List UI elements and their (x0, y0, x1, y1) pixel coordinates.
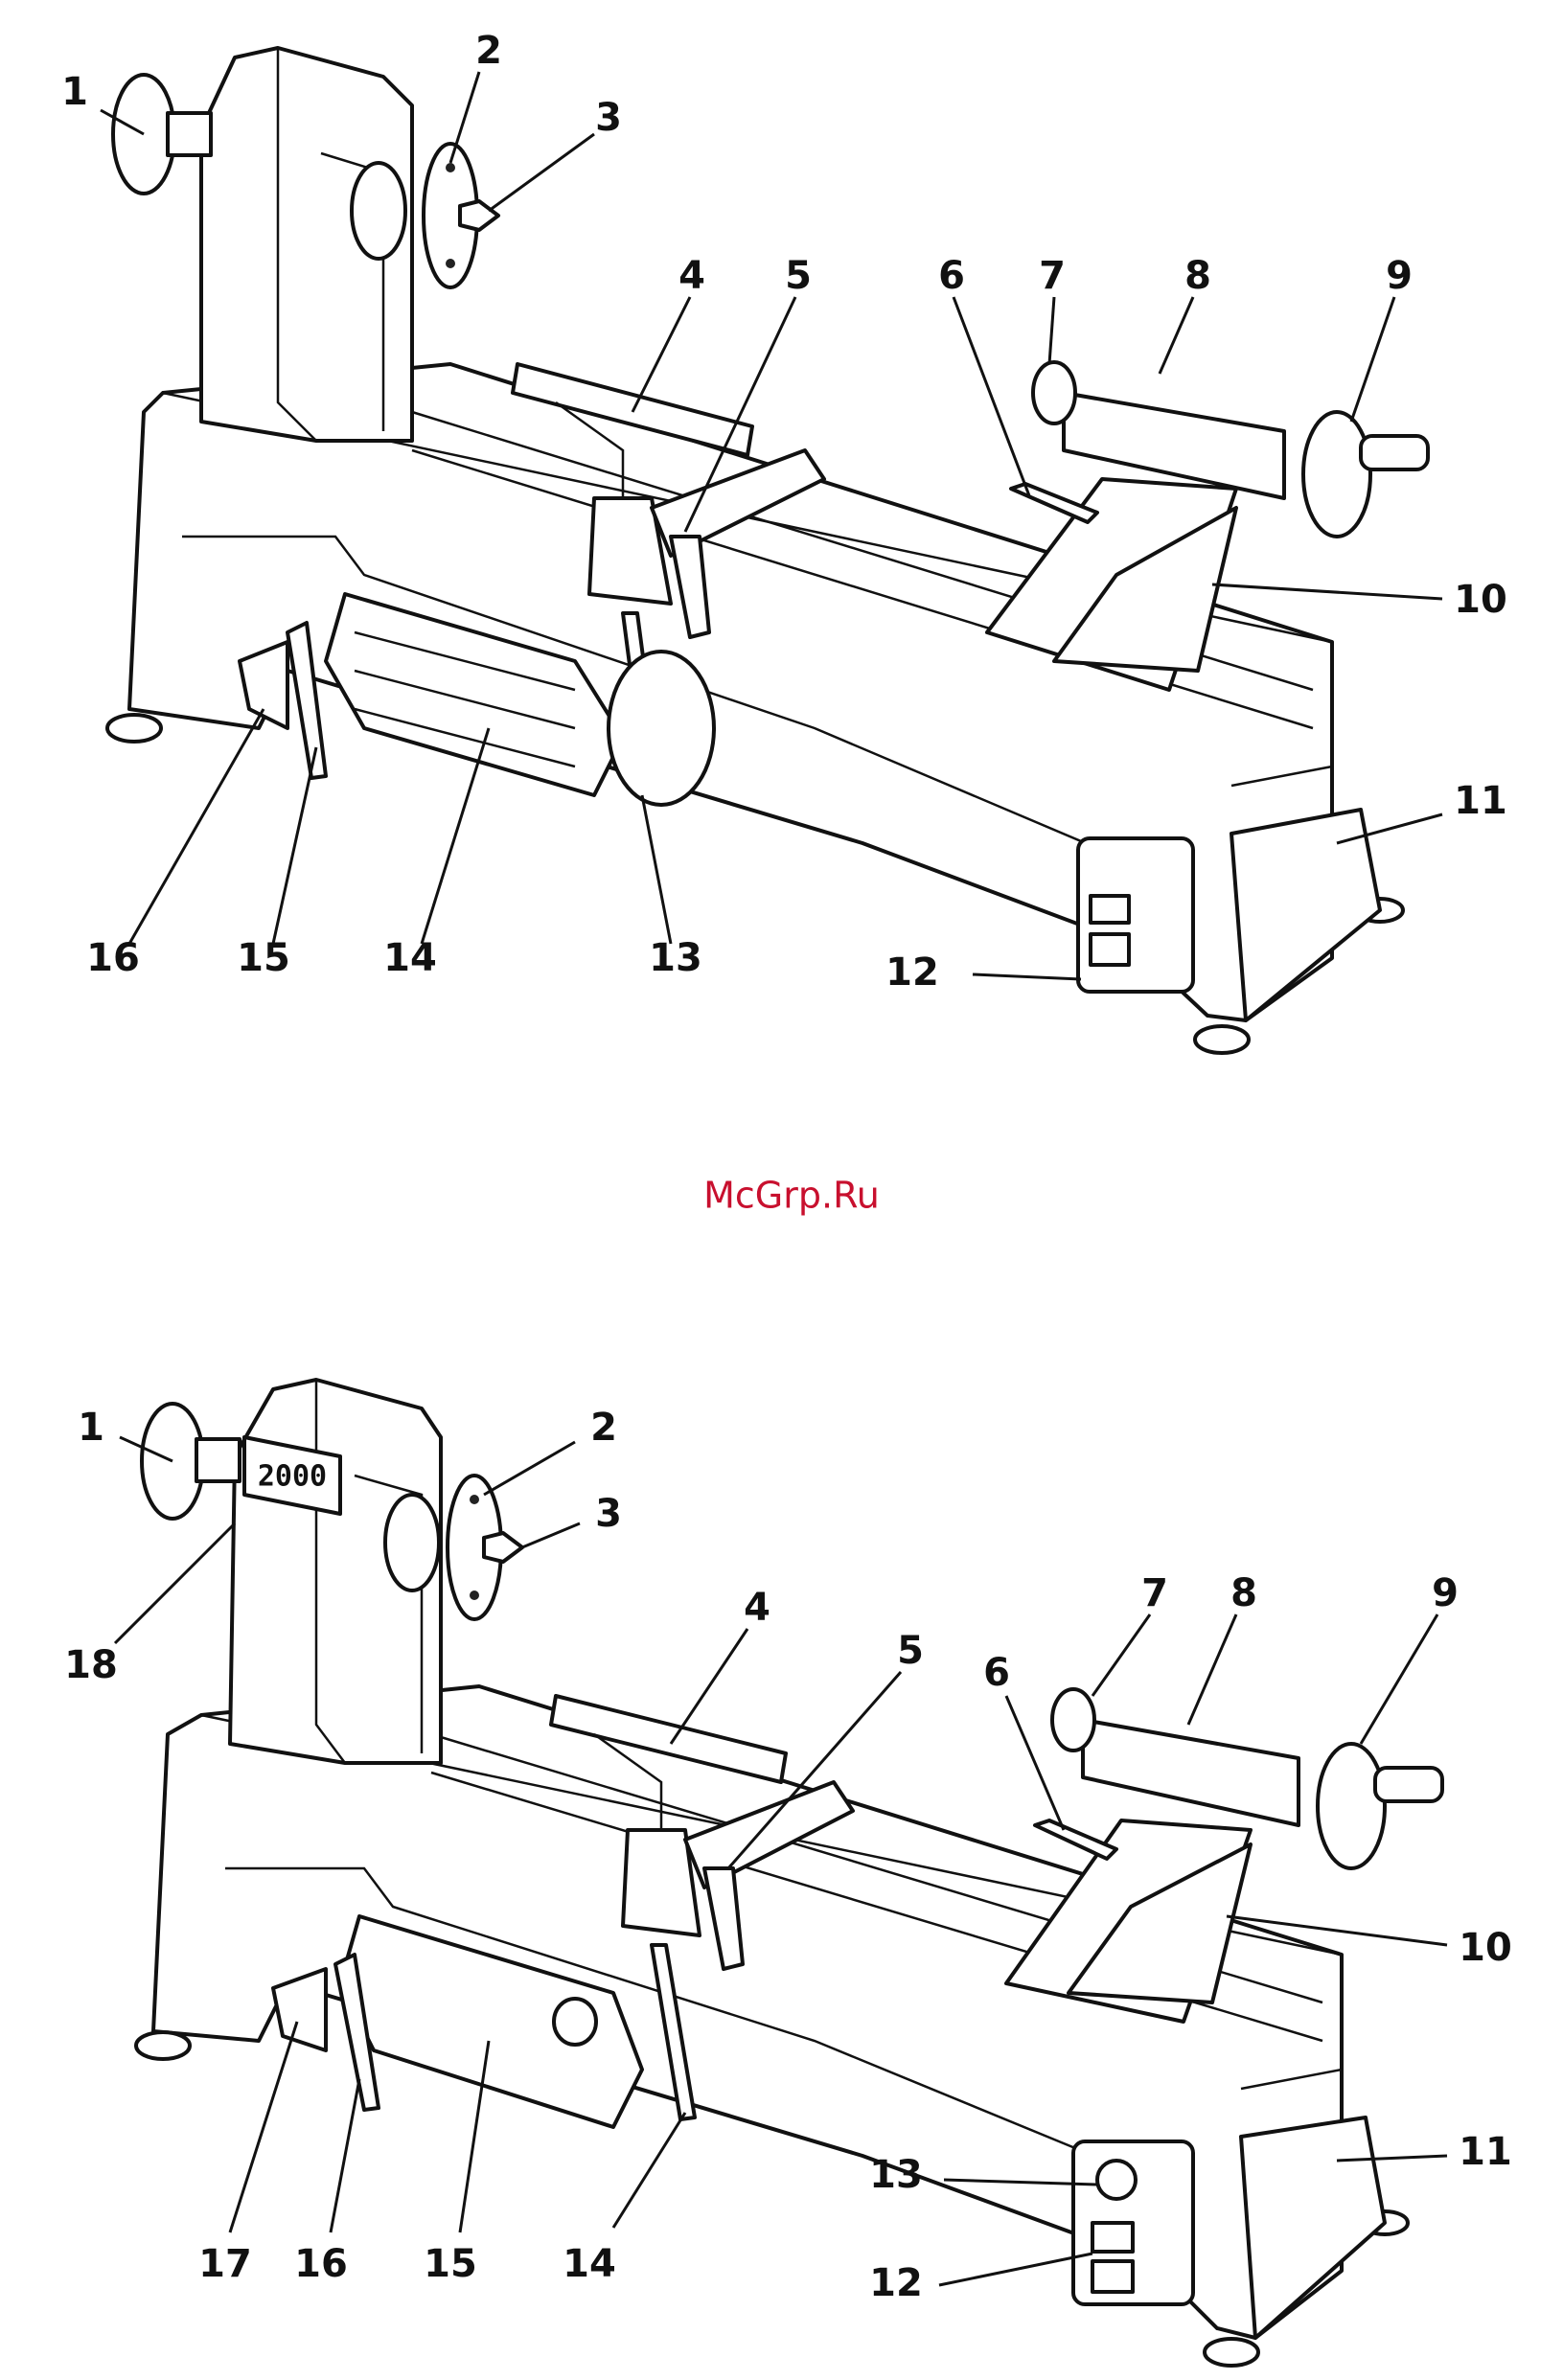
switch-red-button (1091, 896, 1129, 923)
callout-label: 7 (1141, 1571, 1168, 1615)
switch-green-button (1092, 2261, 1133, 2292)
callout-label: 9 (1432, 1571, 1459, 1615)
callout-label: 12 (885, 950, 939, 995)
callout-label: 14 (383, 936, 437, 980)
callout-label: 4 (744, 1586, 770, 1630)
watermark-text: McGrp.Ru (703, 1175, 880, 1217)
speed-control-knob (1097, 2161, 1136, 2199)
callout-label: 15 (237, 936, 290, 980)
handwheel-right-handle (1375, 1768, 1442, 1801)
callout-label: 11 (1454, 779, 1507, 823)
callout-label: 2 (475, 29, 502, 73)
foot (136, 2032, 190, 2059)
handwheel-right (1318, 1744, 1385, 1868)
callout-label: 5 (785, 254, 812, 298)
spindle-nut (385, 1495, 439, 1590)
foot (107, 715, 161, 742)
live-center (1052, 1689, 1094, 1751)
spindle-nut (352, 163, 405, 259)
callout-label: 10 (1459, 1926, 1512, 1970)
lathe-diagram-bottom: 2000 1 2 (64, 1380, 1512, 2366)
drive-center (484, 1533, 522, 1562)
foot (1195, 1026, 1249, 1053)
tailstock-lock-lever (1035, 1820, 1116, 1859)
callout-label: 12 (869, 2261, 923, 2305)
callout-label: 9 (1386, 254, 1413, 298)
callout-label: 3 (595, 1492, 622, 1536)
callout-label: 4 (678, 254, 705, 298)
spindle-shaft (196, 1439, 240, 1481)
callout-label: 16 (86, 936, 140, 980)
callout-label: 16 (294, 2242, 348, 2286)
motor-brush-cap (554, 1999, 596, 2045)
tailstock-quill-housing (1083, 1720, 1299, 1825)
motor-fan-guard (609, 652, 714, 805)
bed-leg (1231, 810, 1380, 1020)
callout-label: 5 (897, 1629, 924, 1673)
callout-label: 3 (595, 96, 622, 140)
switch-green-button (1091, 934, 1129, 965)
callout-label: 2 (590, 1406, 617, 1450)
foot (1205, 2339, 1258, 2366)
callout-label: 13 (649, 936, 702, 980)
callout-label: 1 (61, 70, 88, 114)
handwheel-right-handle (1361, 436, 1428, 469)
callout-label: 14 (563, 2242, 616, 2286)
callout-label: 15 (424, 2242, 477, 2286)
display-readout: 2000 (258, 1460, 327, 1494)
callout-label: 7 (1039, 254, 1066, 298)
switch-red-button (1092, 2223, 1133, 2252)
handwheel-right (1303, 412, 1370, 537)
callout-label: 13 (869, 2153, 923, 2197)
callout-label: 11 (1459, 2130, 1512, 2174)
bed-leg (1241, 2117, 1385, 2338)
callout-label: 1 (78, 1406, 104, 1450)
callout-label: 6 (938, 254, 965, 298)
callout-label: 6 (983, 1651, 1010, 1695)
callout-label: 10 (1454, 578, 1507, 622)
callout-label: 17 (198, 2242, 252, 2286)
callout-label: 8 (1184, 254, 1211, 298)
callout-label: 8 (1230, 1571, 1257, 1615)
drive-center (460, 201, 498, 230)
callout-label: 18 (64, 1643, 118, 1687)
lathe-diagram-top: 1 2 3 4 5 6 7 8 9 10 11 12 13 1 (61, 29, 1507, 1053)
live-center (1033, 362, 1075, 423)
spindle-shaft (168, 113, 211, 155)
